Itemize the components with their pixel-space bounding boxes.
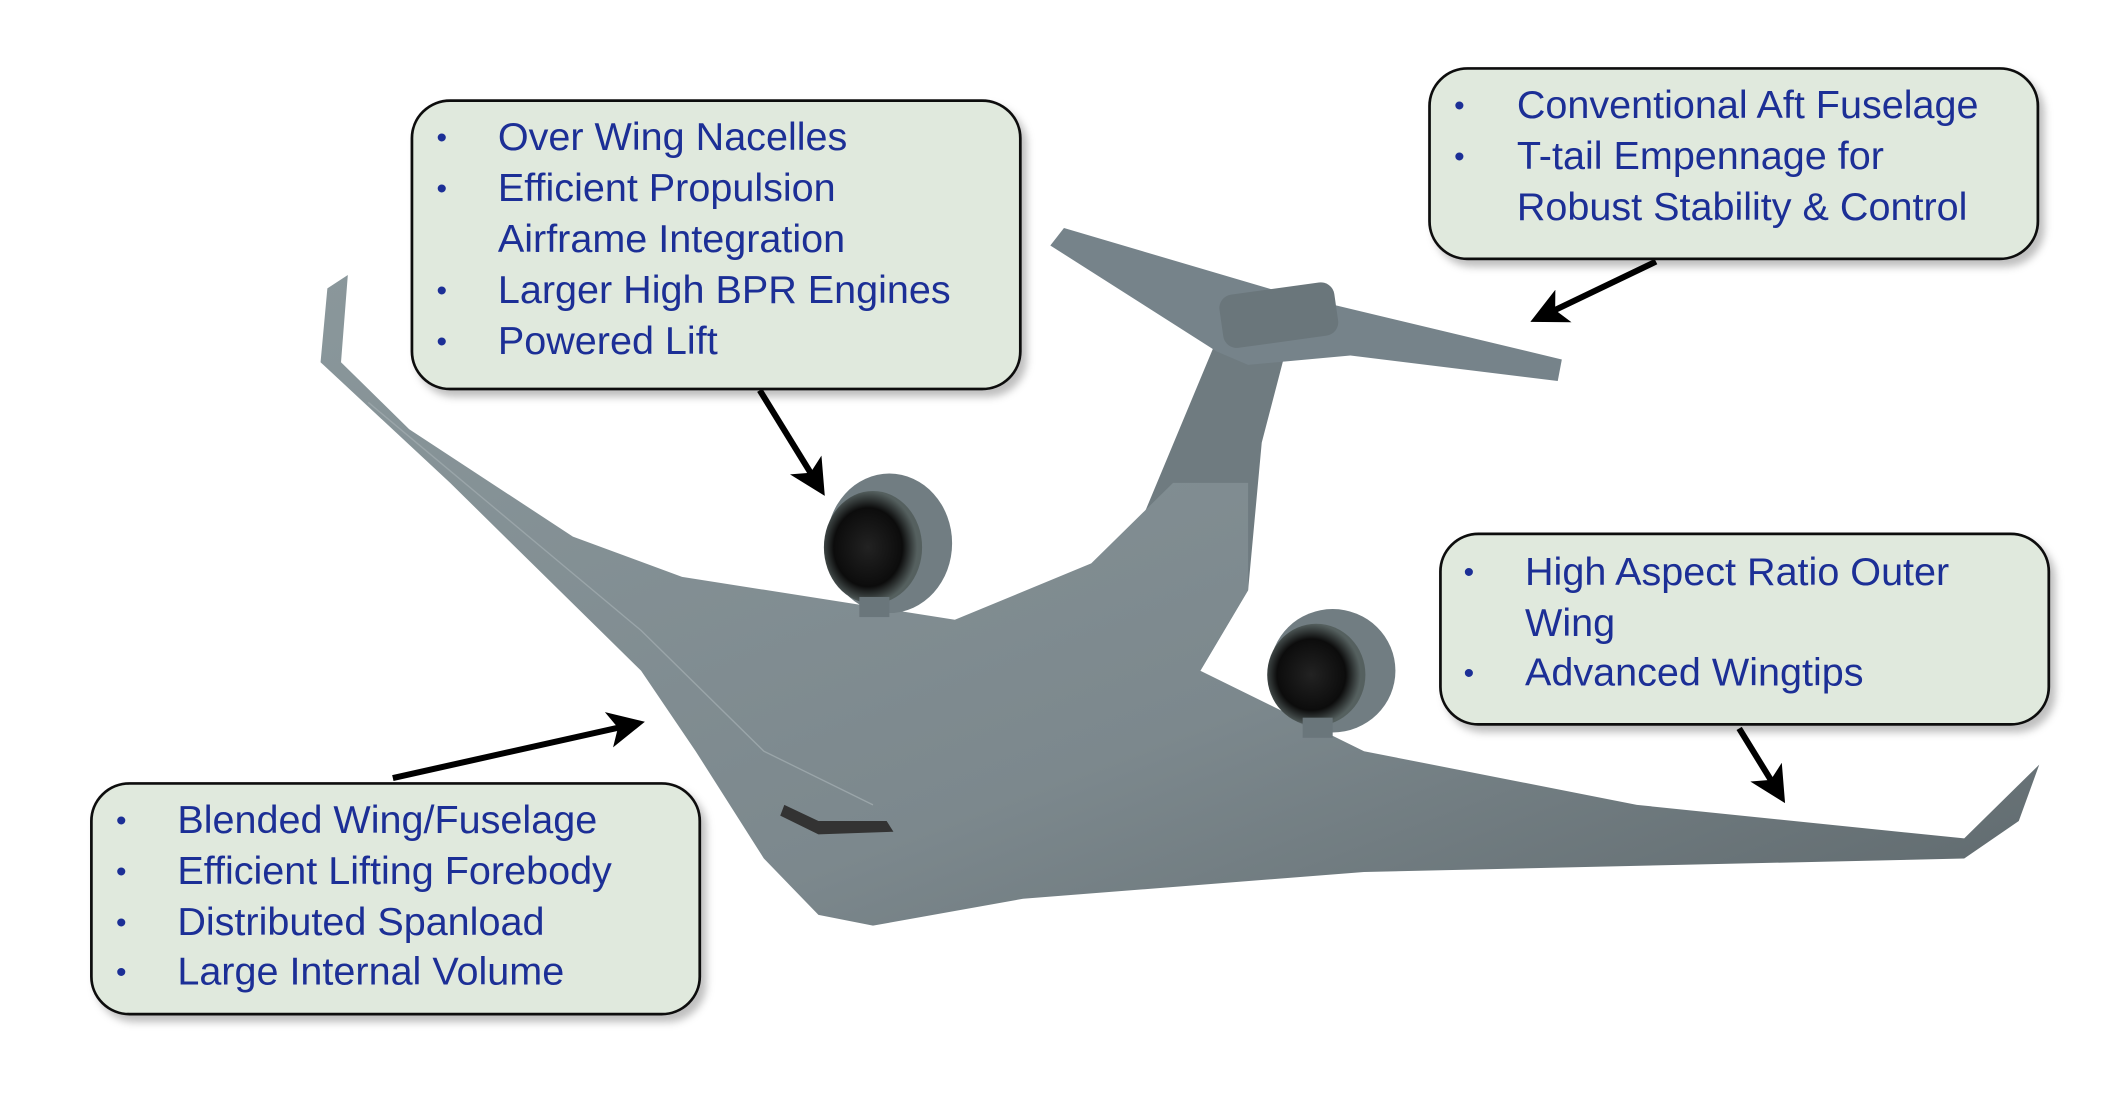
bullet: • [116, 956, 127, 989]
callout-item: Distributed Spanload [177, 900, 544, 944]
arrow-propulsion [757, 388, 825, 496]
callout-item: Larger High BPR Engines [498, 268, 951, 312]
callout-item: Conventional Aft Fuselage [1517, 83, 1979, 127]
callout-item: Over Wing Nacelles [498, 116, 847, 160]
bullet: • [1454, 141, 1465, 174]
callout-propulsion: • Over Wing Nacelles • Efficient Propuls… [410, 99, 1022, 391]
bullet: • [436, 173, 447, 206]
bullet: • [116, 856, 127, 889]
callout-item: Large Internal Volume [177, 950, 564, 994]
callout-tail: • Conventional Aft Fuselage • T-tail Emp… [1428, 67, 2040, 261]
bullet: • [1454, 90, 1465, 123]
bullet: • [1464, 556, 1475, 589]
callout-item: Advanced Wingtips [1525, 651, 1864, 695]
arrow-body [392, 712, 645, 781]
bullet: • [436, 326, 447, 359]
callout-item: Powered Lift [498, 319, 718, 363]
right-engine [1267, 609, 1396, 738]
blended-wing-aircraft [320, 228, 2040, 926]
callout-item: Robust Stability & Control [1517, 185, 1968, 229]
callout-item: Wing [1525, 601, 1615, 645]
bullet: • [1464, 657, 1475, 690]
callout-item: Efficient Lifting Forebody [177, 849, 612, 893]
callout-item: T-tail Empennage for [1517, 134, 1884, 178]
arrow-wingtip [1736, 726, 1786, 804]
arrow-tail [1530, 258, 1658, 323]
left-engine [823, 473, 953, 618]
aircraft-body [320, 275, 2040, 926]
callout-wing: • High Aspect Ratio Outer Wing • Advance… [1439, 532, 2051, 726]
callout-item: Airframe Integration [498, 217, 845, 261]
bullet: • [436, 275, 447, 308]
callout-body: • Blended Wing/Fuselage • Efficient Lift… [90, 782, 702, 1016]
callout-item: High Aspect Ratio Outer [1525, 550, 1949, 594]
callout-item: Efficient Propulsion [498, 167, 836, 211]
bullet: • [436, 122, 447, 155]
bullet: • [116, 907, 127, 940]
bullet: • [116, 805, 127, 838]
callout-item: Blended Wing/Fuselage [177, 798, 597, 842]
